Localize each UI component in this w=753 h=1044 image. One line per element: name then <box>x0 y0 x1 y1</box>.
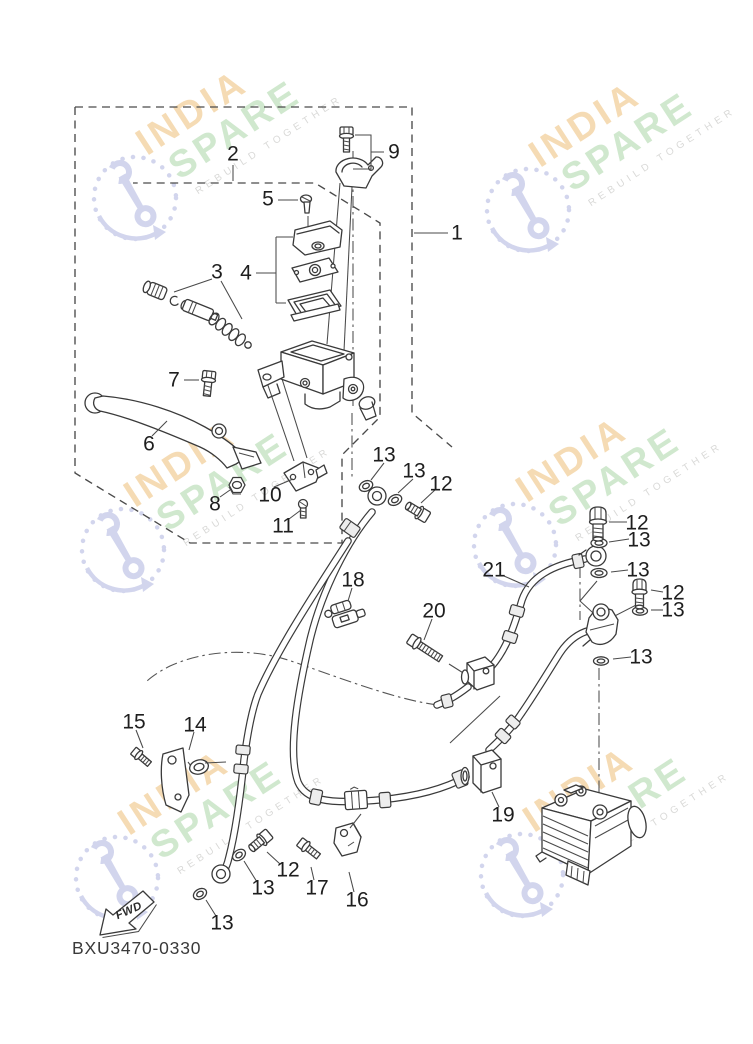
part-label-6: 6 <box>143 433 155 456</box>
part-master-cylinder-body <box>257 340 377 421</box>
part-label-7: 7 <box>168 369 180 392</box>
part-label-12: 12 <box>625 512 648 535</box>
part-label-17: 17 <box>305 877 328 900</box>
part-12-union-bolt-b <box>588 506 608 542</box>
part-4-diaphragm <box>287 289 342 322</box>
part-5-screw <box>299 194 313 214</box>
part-code-text: BXU3470-0330 <box>72 938 202 958</box>
part-6-brake-lever <box>84 392 262 470</box>
part-11-screw <box>297 498 309 519</box>
part-label-2: 2 <box>227 143 239 166</box>
part-17-bolt <box>296 837 322 860</box>
part-3-piston-kit <box>142 280 252 349</box>
part-label-9: 9 <box>388 141 400 164</box>
part-abs-unit <box>535 784 647 886</box>
leader-lines <box>135 134 664 917</box>
part-label-13: 13 <box>372 444 395 467</box>
part-12-union-bolt-c <box>631 578 648 610</box>
part-label-4: 4 <box>240 262 252 285</box>
part-20-joint <box>460 656 495 691</box>
indiaspare-logo <box>91 154 179 242</box>
part-label-12: 12 <box>429 473 452 496</box>
part-label-12: 12 <box>276 859 299 882</box>
part-20-bolt <box>406 633 444 663</box>
part-19-joint <box>460 749 502 794</box>
fwd-arrow: FWD <box>99 890 157 939</box>
part-15-bolt <box>130 746 153 768</box>
indiaspare-logo <box>484 166 572 254</box>
part-label-3: 3 <box>211 261 223 284</box>
banjo-eye-master-cylinder <box>367 486 387 506</box>
part-9-bolt <box>338 126 355 153</box>
indiaspare-logo <box>471 501 559 589</box>
hose-clamp-band <box>343 786 369 811</box>
part-label-13: 13 <box>627 529 650 552</box>
part-label-5: 5 <box>262 188 274 211</box>
assembly-boundary-dashed <box>74 106 453 544</box>
part-12-union-bolt-d <box>248 828 274 853</box>
part-label-13: 13 <box>402 460 425 483</box>
part-7-bolt <box>200 369 217 397</box>
indiaspare-logo <box>478 831 566 919</box>
part-label-13: 13 <box>626 559 649 582</box>
part-label-13: 13 <box>210 912 233 935</box>
part-14-holder <box>160 747 210 813</box>
part-12-union-bolt-a <box>404 501 432 523</box>
part-label-15: 15 <box>122 711 145 734</box>
part-label-14: 14 <box>183 714 207 737</box>
part-label-11: 11 <box>272 515 294 538</box>
part-label-13: 13 <box>629 646 652 669</box>
part-label-1: 1 <box>451 222 463 245</box>
part-label-13: 13 <box>251 877 274 900</box>
part-label-10: 10 <box>258 484 281 507</box>
banjo-eye-bottom-left <box>211 864 231 884</box>
part-18-clamp <box>324 599 366 629</box>
part-label-13: 13 <box>661 599 684 622</box>
part-9-clamp-holder <box>335 156 384 189</box>
part-label-21: 21 <box>482 559 505 582</box>
part-3-spring <box>208 312 252 349</box>
part-label-20: 20 <box>422 600 445 623</box>
part-label-16: 16 <box>345 889 368 912</box>
indiaspare-logo <box>79 506 167 594</box>
part-16-bracket <box>333 822 362 857</box>
part-8-nut <box>228 476 246 495</box>
part-label-12: 12 <box>661 582 684 605</box>
part-4-diaphragm-plate <box>291 257 339 283</box>
brake-hoses <box>218 508 595 877</box>
part-label-8: 8 <box>209 493 221 516</box>
part-label-18: 18 <box>341 569 364 592</box>
part-elbow-fitting <box>582 603 619 647</box>
construction-lines <box>261 182 641 744</box>
hose-ferrules <box>233 518 585 811</box>
part-10-bracket <box>283 461 328 492</box>
part-reservoir-cap <box>292 220 343 256</box>
part-label-19: 19 <box>491 804 514 827</box>
